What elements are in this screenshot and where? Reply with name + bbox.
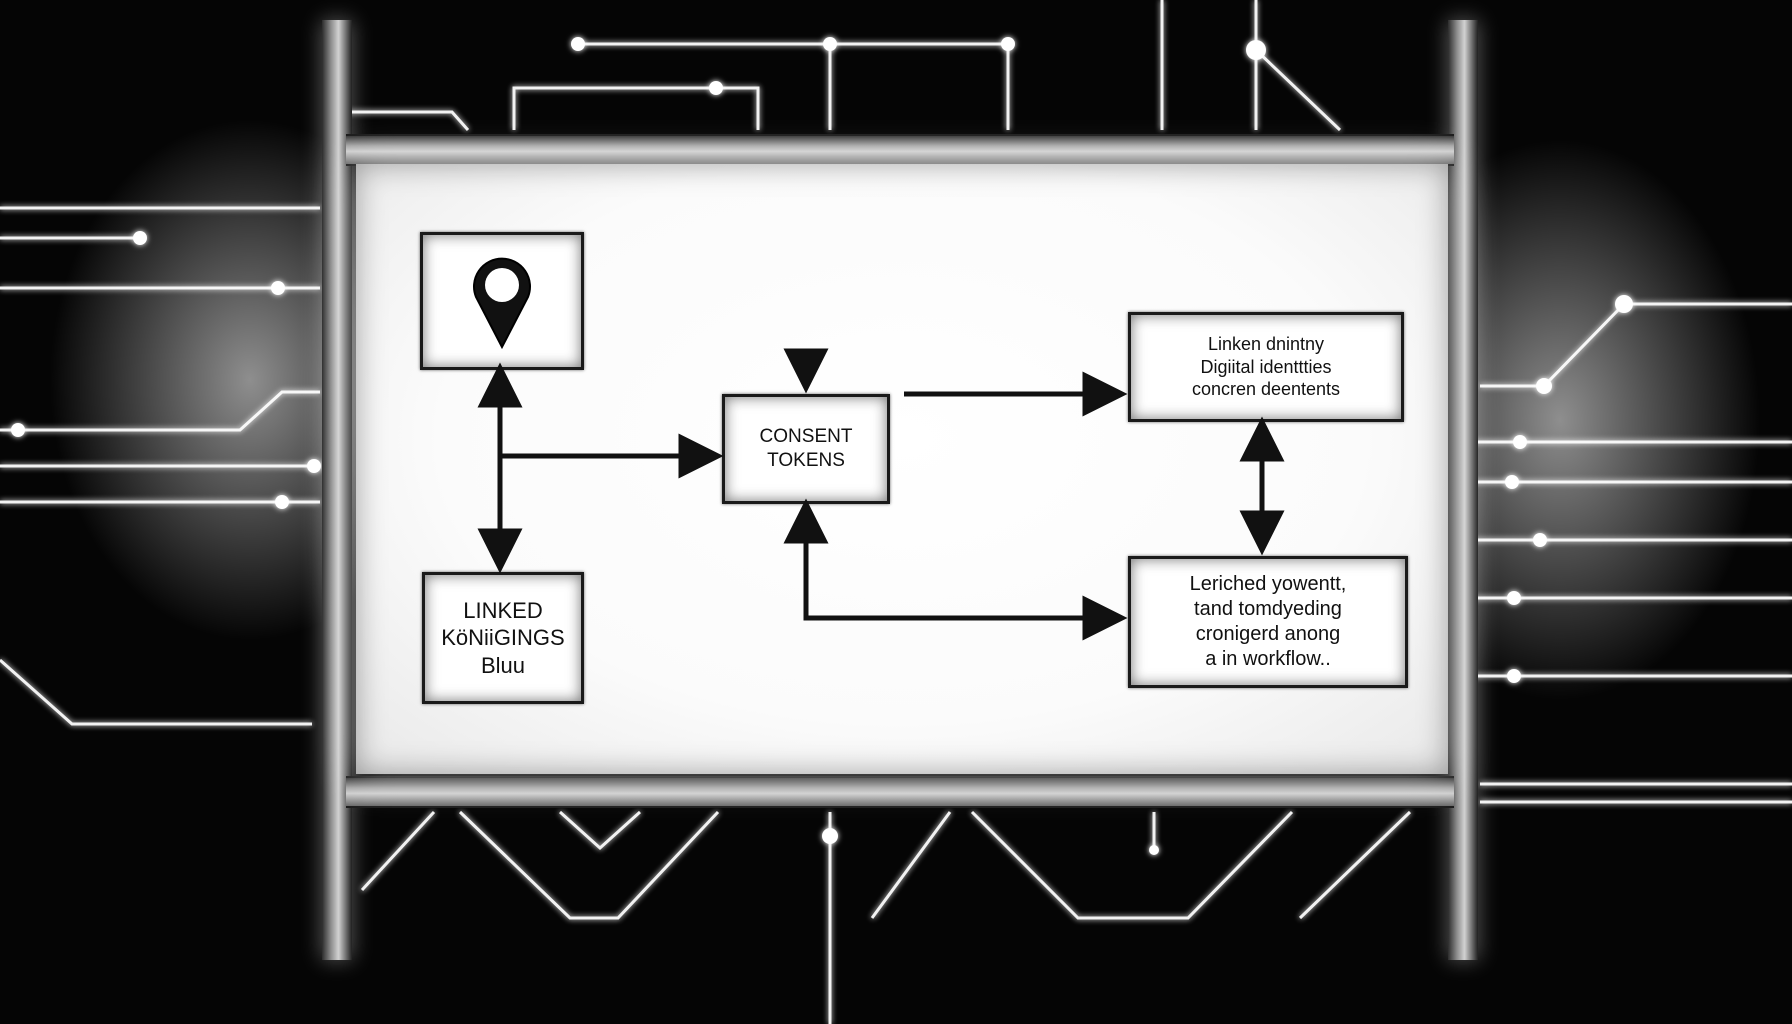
workflow-line-4: a in workflow.. [1205, 648, 1331, 670]
workflow-node: Leriched yowentt, tand tomdyeding cronig… [1128, 556, 1408, 688]
linked-digital-line-2: Digiital identtties [1200, 356, 1332, 377]
workflow-line-2: tand tomdyeding [1194, 598, 1342, 620]
top-rail [346, 134, 1454, 166]
location-pin-icon [473, 257, 531, 350]
bottom-rail [346, 776, 1454, 808]
workflow-line-3: cronigerd anong [1195, 623, 1341, 645]
linked-blu-node: LINKED KöNiiGINGS Bluu [422, 572, 584, 704]
linked-blu-line-3: Bluu [480, 652, 526, 678]
linked-blu-line-1: LINKED [463, 597, 543, 623]
consent-tokens-node: CONSENT TOKENS [722, 394, 890, 504]
board-frame [322, 20, 1478, 960]
consent-tokens-line-1: CONSENT [759, 426, 853, 448]
consent-tokens-line-2: TOKENS [767, 450, 845, 471]
linked-digital-identities-node: Linken dnintny Digiital identtties concr… [1128, 312, 1404, 422]
location-pin-node [420, 232, 584, 370]
linked-blu-line-2: KöNiiGINGS [441, 625, 565, 651]
workflow-line-1: Leriched yowentt, [1189, 573, 1347, 595]
linked-digital-line-3: concren deentents [1191, 379, 1341, 400]
linked-digital-line-1: Linken dnintny [1207, 334, 1325, 355]
